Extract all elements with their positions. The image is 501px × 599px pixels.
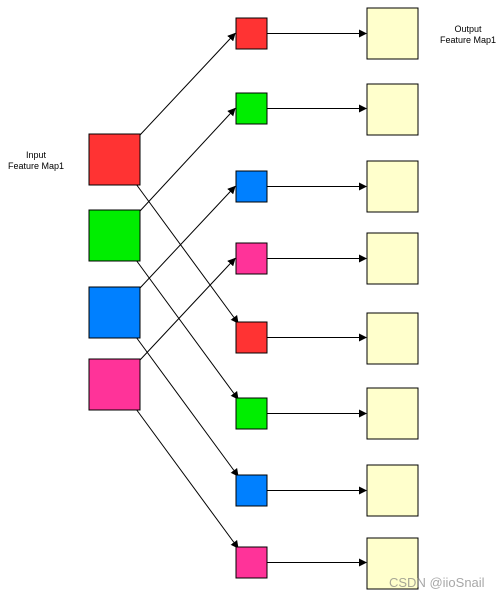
arrow-input-4-to-middle-8	[135, 408, 239, 549]
middle-block-pink	[235, 242, 268, 275]
middle-block-red	[235, 321, 268, 354]
input-block-blue	[88, 286, 141, 339]
arrow-input-1-to-middle-1	[139, 32, 236, 136]
output-block	[366, 387, 419, 440]
diagram-blocks	[88, 7, 419, 590]
middle-block-blue	[235, 170, 268, 203]
output-feature-map-label: Output Feature Map1	[439, 24, 497, 45]
output-block	[366, 537, 419, 590]
middle-block-red	[235, 17, 268, 50]
middle-block-green	[235, 92, 268, 125]
output-block	[366, 83, 419, 136]
arrow-input-2-to-middle-6	[135, 259, 239, 400]
middle-block-blue	[235, 474, 268, 507]
middle-block-pink	[235, 546, 268, 579]
arrow-input-3-to-middle-3	[139, 185, 236, 289]
middle-block-green	[235, 397, 268, 430]
watermark: CSDN @iioSnail	[389, 575, 485, 590]
arrow-input-2-to-middle-2	[139, 107, 236, 212]
input-block-green	[88, 209, 141, 262]
arrow-input-4-to-middle-4	[139, 257, 236, 361]
input-feature-map-label: Input Feature Map1	[7, 150, 65, 171]
output-block	[366, 464, 419, 517]
output-block	[366, 7, 419, 60]
output-block	[366, 160, 419, 213]
output-block	[366, 312, 419, 365]
arrow-input-1-to-middle-5	[135, 183, 239, 324]
output-block	[366, 232, 419, 285]
input-block-pink	[88, 358, 141, 411]
input-block-red	[88, 133, 141, 186]
connector-arrows	[135, 29, 367, 567]
arrow-input-3-to-middle-7	[135, 336, 239, 477]
